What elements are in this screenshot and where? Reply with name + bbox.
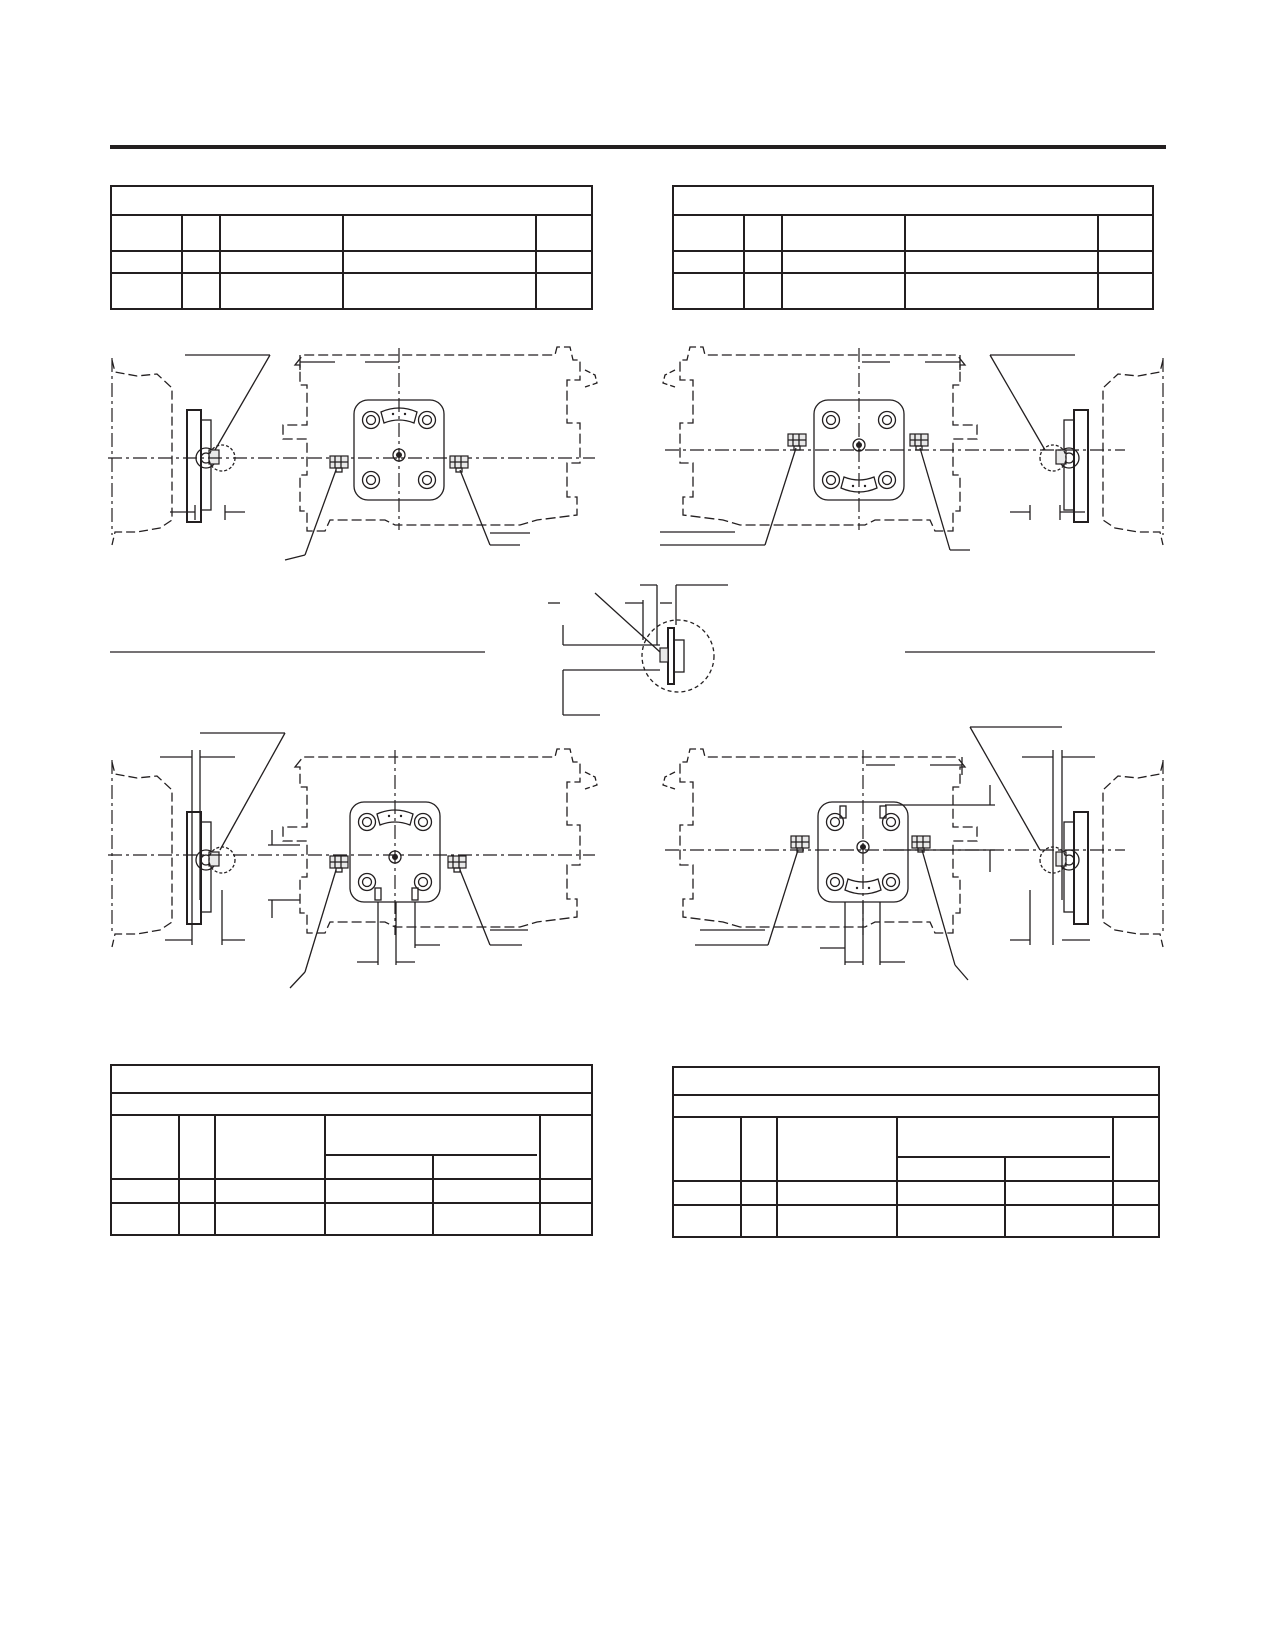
bottom-right-table — [672, 1066, 1160, 1238]
bottom-left-pump-drawing — [108, 732, 598, 989]
top-left-pump-drawing — [108, 346, 598, 561]
top-right-table — [672, 185, 1154, 310]
bottom-left-table — [110, 1064, 593, 1236]
center-detail-drawing — [110, 584, 1155, 716]
bottom-right-pump-drawing — [662, 726, 1164, 981]
top-right-pump-drawing — [660, 346, 1164, 551]
top-left-table — [110, 185, 593, 310]
header-rule — [110, 145, 1166, 149]
